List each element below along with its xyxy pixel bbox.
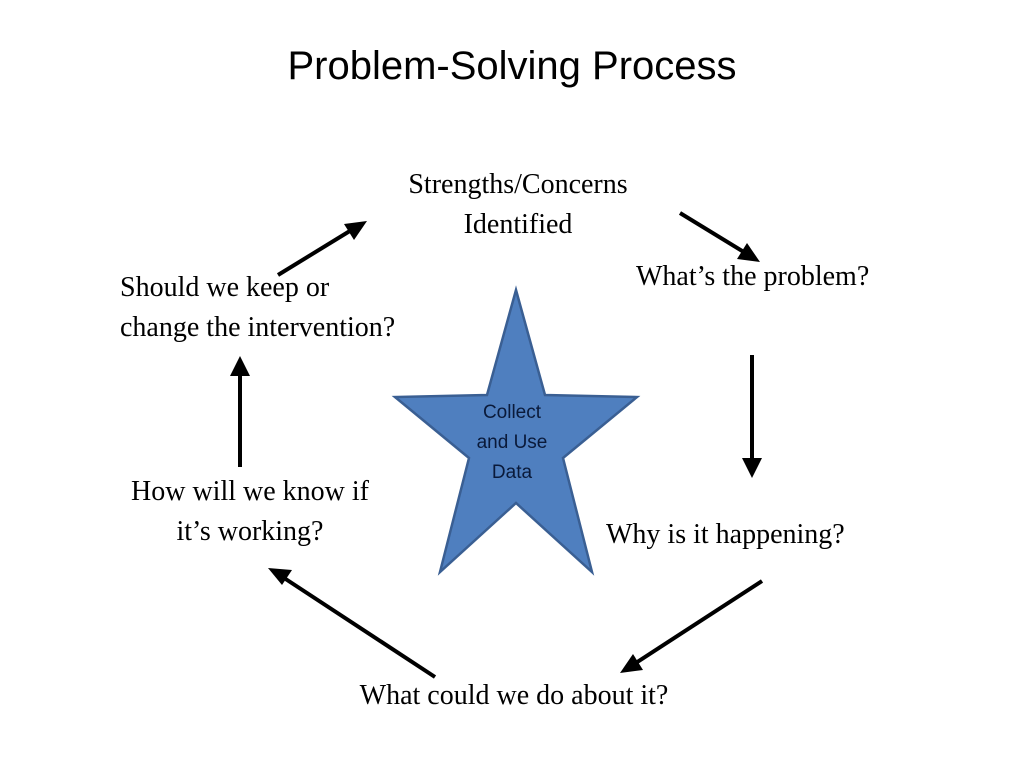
star-label: Collect and Use Data — [452, 398, 572, 488]
step-line: What could we do about it? — [359, 680, 669, 711]
star-label-line: Collect — [482, 402, 542, 423]
step-line: it’s working? — [176, 516, 324, 547]
arrow-action-to-monitor — [276, 572, 437, 679]
star-label-line: and Use — [476, 432, 548, 453]
arrowhead-problem-to-why — [742, 458, 762, 478]
step-why-happening: Why is it happening? — [606, 515, 916, 555]
step-line: Why is it happening? — [606, 519, 845, 550]
arrow-why-to-action — [626, 579, 764, 670]
arrow-identified-to-problem — [678, 211, 754, 259]
arrowhead-action-to-monitor — [268, 568, 292, 585]
data-star-shape — [391, 285, 641, 576]
step-what-could-we-do: What could we do about it? — [314, 676, 714, 716]
step-line: Identified — [463, 209, 573, 240]
step-line: Should we keep or — [120, 272, 330, 303]
step-line: Strengths/Concerns — [408, 169, 628, 200]
step-how-will-we-know: How will we know if it’s working? — [90, 472, 410, 552]
arrowhead-why-to-action — [620, 654, 643, 673]
step-line: What’s the problem? — [636, 261, 870, 292]
arrowhead-identified-to-problem — [737, 243, 760, 262]
step-strengths-concerns: Strengths/Concerns Identified — [368, 165, 668, 245]
arrowhead-monitor-to-decide — [230, 356, 250, 376]
step-line: change the intervention? — [120, 312, 396, 343]
arrowhead-decide-to-identified — [344, 221, 367, 240]
step-keep-or-change: Should we keep or change the interventio… — [120, 268, 480, 348]
page-title: Problem-Solving Process — [287, 44, 737, 88]
step-line: How will we know if — [131, 476, 369, 507]
star-label-line: Data — [491, 462, 533, 483]
arrow-decide-to-identified — [276, 224, 360, 277]
step-whats-the-problem: What’s the problem? — [636, 257, 936, 297]
